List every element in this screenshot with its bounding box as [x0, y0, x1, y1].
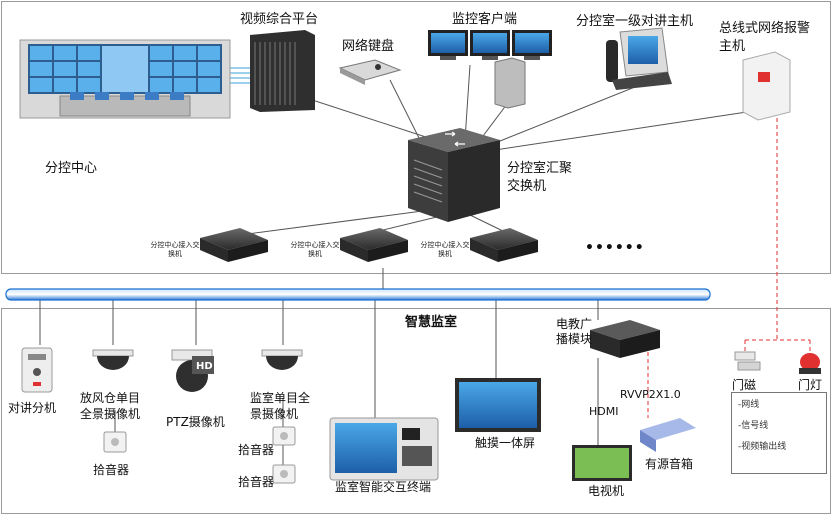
alarm-host-device — [742, 51, 791, 121]
line-legend: -网线 -信号线 -视频输出线 — [731, 392, 827, 474]
ptz-hd-badge: HD — [196, 361, 213, 372]
access-switch-2-device — [340, 228, 408, 262]
backbone-bus — [5, 288, 711, 301]
legend-network: -网线 — [738, 400, 760, 410]
legend-signal: -信号线 — [738, 421, 769, 431]
tv-device — [572, 445, 632, 481]
cell-camera-label: 监室单目全景摄像机 — [250, 391, 311, 421]
smart-room-label: 智慧监室 — [405, 315, 458, 330]
speaker-label: 有源音箱 — [645, 457, 694, 471]
legend-video: -视频输出线 — [738, 442, 787, 452]
rvv-label: RVVP2X1.0 — [620, 388, 681, 401]
broadcast-module-label: 电教广播模块 — [556, 317, 593, 346]
alarm-host-label: 总线式网络报警主机 — [719, 21, 811, 54]
intercom-host-device — [606, 27, 672, 90]
access-switch-3-device — [470, 228, 538, 262]
network-lines — [39, 64, 761, 465]
ptz-camera-label: PTZ摄像机 — [166, 415, 225, 429]
aggregation-switch-device — [408, 128, 500, 222]
ptz-camera-device — [171, 349, 214, 392]
smart-cell-section — [1, 308, 831, 514]
pickup-3-label: 拾音器 — [238, 475, 275, 489]
door-light-device — [799, 353, 821, 374]
door-magnet-device — [734, 351, 761, 371]
network-keyboard-device — [338, 59, 402, 85]
hdmi-label: HDMI — [589, 405, 619, 418]
broadcast-module-device — [590, 320, 660, 358]
pickup-1-label: 拾音器 — [93, 463, 130, 477]
cell-camera-device — [261, 349, 303, 370]
door-light-label: 门灯 — [798, 378, 823, 392]
wind-camera-label: 放风仓单目全景摄像机 — [80, 391, 141, 421]
wind-camera-device — [92, 349, 134, 370]
intercom-extension-device — [21, 347, 53, 393]
intercom-extension-label: 对讲分机 — [8, 401, 57, 415]
pickup-1-device — [103, 431, 127, 453]
access-switch-1-label: 分控中心接入交换机 — [150, 241, 200, 258]
touch-screen-label: 触摸一体屏 — [475, 436, 536, 450]
monitor-client-label: 监控客户端 — [452, 12, 518, 27]
door-magnet-label: 门磁 — [732, 378, 757, 392]
video-platform-device — [250, 30, 315, 112]
network-keyboard-label: 网络键盘 — [342, 39, 395, 54]
access-switch-2-label: 分控中心接入交换机 — [290, 241, 340, 258]
pickup-2-label: 拾音器 — [238, 443, 275, 457]
touch-screen-device — [455, 378, 541, 432]
pickup-3-device — [272, 464, 296, 484]
control-center-label: 分控中心 — [45, 161, 98, 176]
intercom-host-label: 分控室一级对讲主机 — [576, 14, 694, 29]
video-wall — [19, 39, 231, 119]
more-indicator: •••••• — [585, 240, 645, 256]
access-switch-1-device — [200, 228, 268, 262]
speaker-device — [640, 418, 696, 452]
smart-terminal-label: 监室智能交互终端 — [335, 480, 432, 494]
monitor-client-device — [428, 30, 552, 109]
video-platform-label: 视频综合平台 — [240, 12, 319, 27]
tv-label: 电视机 — [588, 484, 625, 498]
control-center-section — [1, 1, 831, 274]
smart-terminal-device — [329, 417, 439, 481]
access-switch-3-label: 分控中心接入交换机 — [420, 241, 470, 258]
aggregation-switch-label: 分控室汇聚交换机 — [507, 161, 573, 194]
pickup-2-device — [272, 426, 296, 446]
